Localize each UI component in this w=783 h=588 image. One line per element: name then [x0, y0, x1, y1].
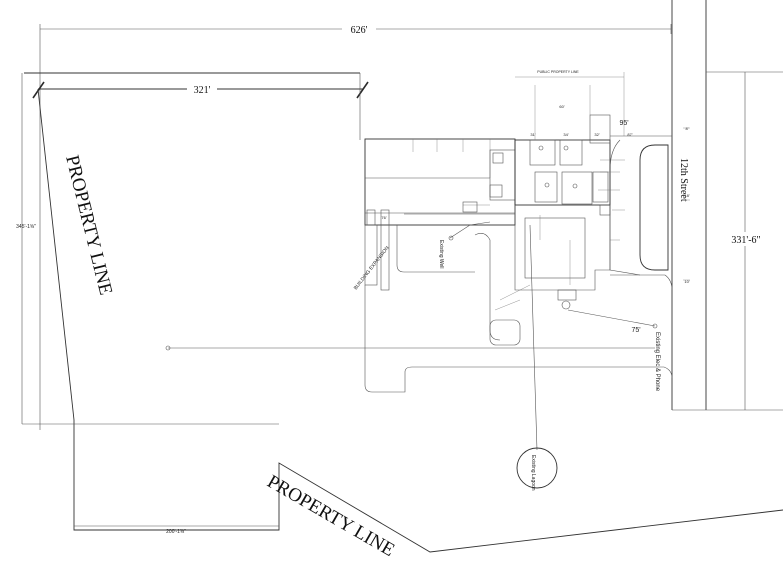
street-label: 12th Street [678, 158, 689, 202]
street-frontage-label: 331'-6" [731, 235, 760, 246]
dim-76: 76' [381, 215, 386, 220]
property-line-south-label: PROPERTY LINE [264, 471, 399, 561]
driveway-island [609, 135, 673, 291]
dim-95: 95' [619, 120, 628, 127]
existing-lagoon-label: Existing Lagoon [530, 455, 536, 491]
offset-75-label: 75' [631, 327, 640, 334]
bottom-dimension-label: 200'-1⅝" [166, 529, 186, 535]
row-line-label: PUBLIC PROPERTY LINE [537, 70, 579, 74]
dim-87: 87' [627, 132, 632, 137]
overall-width-label: 626' [351, 25, 368, 36]
property-line-west-label: PROPERTY LINE [61, 153, 116, 297]
north-frontage-dimension: 321' [24, 72, 369, 140]
dim-34: 34' [563, 132, 568, 137]
property-boundary [21, 73, 783, 553]
dim-8: 8' [686, 126, 689, 131]
existing-well-label: Existing Well [438, 240, 444, 269]
dim-60: 60' [559, 104, 564, 109]
street-12th [623, 0, 783, 411]
detail-marks [534, 85, 690, 281]
dim-18: 18' [684, 193, 689, 198]
dim-10: 10' [684, 279, 689, 284]
existing-lagoon [516, 447, 558, 489]
north-frontage-label: 321' [194, 85, 211, 96]
existing-utilities-label: Existing Elec & Phone [654, 332, 660, 392]
overall-width-dimension: 626' [39, 22, 672, 430]
building-core [514, 114, 611, 310]
building-expansion-area [364, 209, 673, 393]
building-expansion-label: BUILDING EXPANSION [353, 245, 391, 291]
dim-31: 31' [530, 132, 535, 137]
utility-lines [165, 213, 658, 451]
existing-building [364, 138, 516, 226]
dim-32: 32' [594, 132, 599, 137]
left-side-dimension-label: 345'-1⅝" [16, 224, 36, 230]
